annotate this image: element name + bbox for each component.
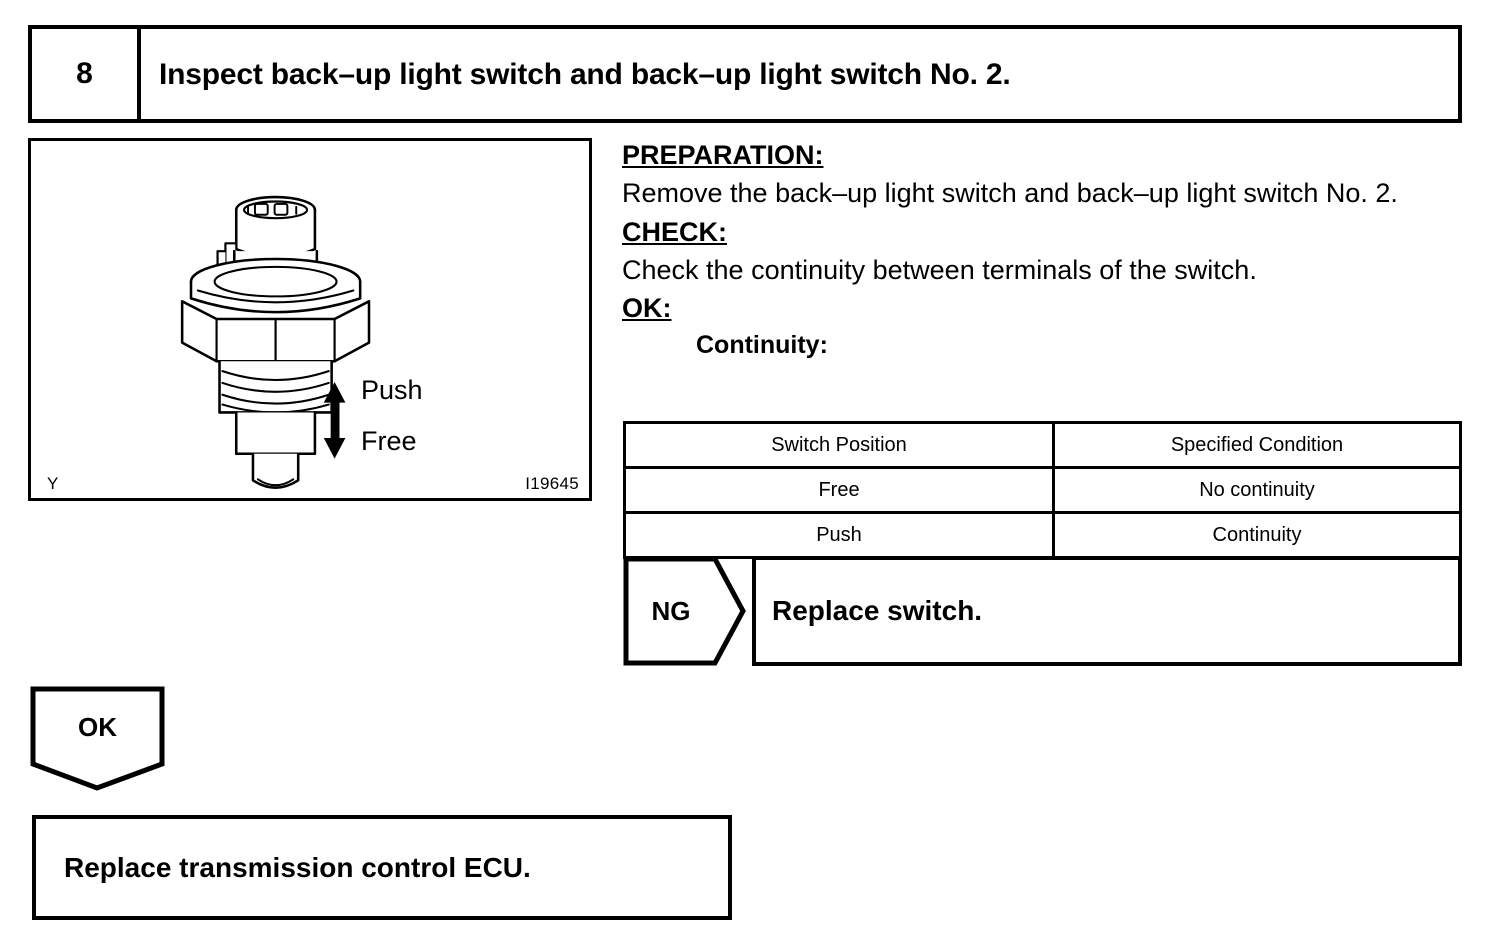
ok-heading-row: OK: bbox=[622, 289, 1467, 327]
table-row: Free No continuity bbox=[623, 466, 1462, 514]
table-header-row: Switch Position Specified Condition bbox=[623, 421, 1462, 469]
step-title-cell: Inspect back–up light switch and back–up… bbox=[141, 29, 1458, 119]
cell-specified-condition: No continuity bbox=[1052, 466, 1462, 514]
continuity-table: Switch Position Specified Condition Free… bbox=[623, 421, 1462, 559]
cell-switch-position: Free bbox=[623, 466, 1055, 514]
preparation-text: Remove the back–up light switch and back… bbox=[622, 178, 1398, 209]
final-action-text: Replace transmission control ECU. bbox=[64, 851, 531, 883]
column-header-specified-condition: Specified Condition bbox=[1052, 421, 1462, 469]
ok-badge-shape bbox=[30, 686, 165, 791]
ng-badge-shape bbox=[623, 556, 746, 666]
column-header-switch-position: Switch Position bbox=[623, 421, 1055, 469]
table-row: Push Continuity bbox=[623, 511, 1462, 559]
ok-heading: OK: bbox=[622, 293, 672, 324]
push-free-arrow bbox=[323, 381, 346, 459]
free-label: Free bbox=[361, 426, 417, 456]
preparation-heading: PREPARATION: bbox=[622, 140, 824, 170]
ok-badge-label: OK bbox=[78, 711, 117, 742]
backup-light-switch-illustration bbox=[180, 195, 371, 489]
ng-action-box: Replace switch. bbox=[752, 556, 1462, 666]
step-number: 8 bbox=[76, 57, 93, 90]
ng-branch: NG Replace switch. bbox=[623, 556, 1462, 666]
preparation-heading-row: PREPARATION: bbox=[622, 136, 1467, 174]
check-text: Check the continuity between terminals o… bbox=[622, 254, 1257, 285]
ng-action-text: Replace switch. bbox=[772, 595, 983, 626]
push-label: Push bbox=[361, 375, 423, 405]
step-number-cell: 8 bbox=[32, 29, 141, 119]
final-action-box: Replace transmission control ECU. bbox=[32, 815, 732, 920]
illustration-panel: Push Free Y I19645 bbox=[28, 138, 592, 501]
check-heading: CHECK: bbox=[622, 216, 727, 247]
ng-badge-label: NG bbox=[651, 595, 691, 626]
procedure-text-block: PREPARATION: Remove the back–up light sw… bbox=[622, 136, 1467, 363]
figure-id: I19645 bbox=[525, 474, 579, 493]
check-heading-row: CHECK: bbox=[622, 213, 1467, 251]
cell-specified-condition: Continuity bbox=[1052, 511, 1462, 559]
step-header: 8 Inspect back–up light switch and back–… bbox=[28, 25, 1462, 123]
figure-corner-mark: Y bbox=[47, 474, 59, 493]
cell-switch-position: Push bbox=[623, 511, 1055, 559]
continuity-label: Continuity: bbox=[696, 330, 828, 359]
step-title: Inspect back–up light switch and back–up… bbox=[159, 57, 1011, 91]
